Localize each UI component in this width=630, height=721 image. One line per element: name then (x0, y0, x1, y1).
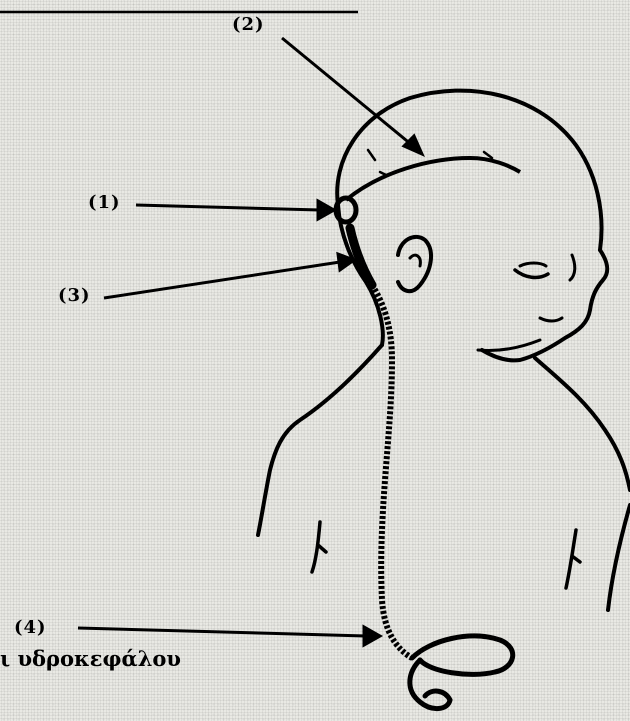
nape-outline (338, 205, 383, 345)
arrow-3 (104, 262, 340, 298)
closed-eye (515, 270, 548, 277)
figure-caption: ι υδροκεφάλου (0, 646, 181, 671)
label-2: (2) (232, 14, 265, 35)
front-arm (608, 505, 630, 610)
skull-shunt-tube (346, 158, 520, 200)
nipple-right (566, 530, 580, 588)
peritoneal-coil (410, 636, 513, 709)
label-4: (4) (14, 617, 47, 638)
ear (398, 237, 431, 291)
arrow-4 (78, 628, 366, 636)
back-shoulder (258, 345, 382, 535)
distal-catheter (372, 285, 412, 658)
label-3: (3) (58, 285, 91, 306)
arrow-2 (282, 38, 418, 150)
mouth (540, 318, 562, 321)
label-1: (1) (88, 192, 121, 213)
neck-front (535, 358, 630, 490)
arrow-1 (136, 205, 320, 210)
nipple-left (312, 522, 326, 572)
